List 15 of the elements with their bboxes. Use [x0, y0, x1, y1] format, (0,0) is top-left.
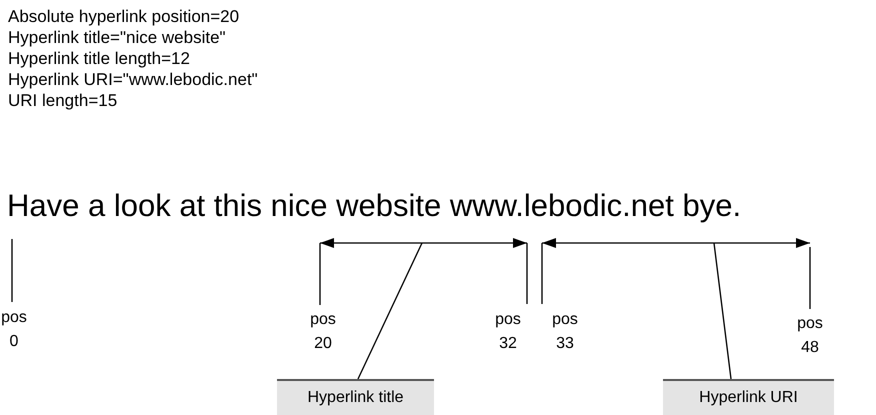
info-text: URI length=15	[8, 90, 118, 111]
leader-line	[713, 242, 732, 380]
info-text: Hyperlink title length=12	[8, 48, 190, 69]
position-label: pos 0	[1, 308, 27, 352]
position-label: pos 32	[495, 310, 521, 354]
leader-line	[357, 242, 423, 380]
sample-sentence: Have a look at this nice website www.lebodic.net bye.	[7, 187, 742, 225]
label-box: Hyperlink URI	[663, 379, 834, 415]
position-label: pos 33	[552, 310, 578, 354]
info-text: Hyperlink title="nice website"	[8, 27, 226, 48]
position-label: pos 48	[797, 314, 823, 358]
info-text: Hyperlink URI="www.lebodic.net"	[8, 69, 258, 90]
label-box: Hyperlink title	[277, 379, 434, 415]
info-text: Absolute hyperlink position=20	[8, 6, 240, 27]
position-label: pos 20	[310, 310, 336, 354]
